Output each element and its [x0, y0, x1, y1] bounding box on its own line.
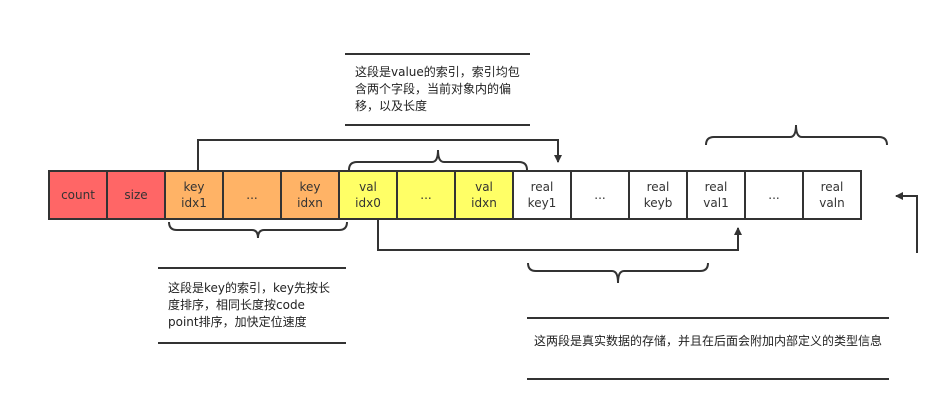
- divider: [345, 53, 530, 55]
- val-index-brace: [348, 149, 528, 171]
- layout-cell: val idx0: [338, 170, 398, 220]
- layout-cell: size: [106, 170, 166, 220]
- layout-cell: count: [48, 170, 108, 220]
- real-data-note: 这两段是真实数据的存储，并且在后面会附加内部定义的类型信息: [533, 334, 882, 348]
- divider: [158, 342, 346, 344]
- layout-cell: real valn: [802, 170, 862, 220]
- layout-cell: real key1: [512, 170, 572, 220]
- key-index-note: 这段是key的索引，key先按长度排序，相同长度按code point排序，加快…: [168, 281, 331, 329]
- val-index-arrow: [377, 220, 742, 251]
- real-keys-brace: [527, 262, 709, 284]
- layout-cell: val idxn: [454, 170, 514, 220]
- value-index-note: 这段是value的索引，索引均包含两个字段，当前对象内的偏移，以及长度: [355, 65, 520, 113]
- divider: [158, 267, 346, 269]
- layout-cell: key idx1: [164, 170, 224, 220]
- divider: [345, 124, 530, 126]
- layout-cell: ...: [744, 170, 804, 220]
- layout-cell: ...: [396, 170, 456, 220]
- key-index-arrow: [197, 139, 562, 170]
- real-values-brace: [705, 124, 888, 146]
- divider: [527, 378, 889, 380]
- divider: [527, 317, 889, 319]
- layout-cell: key idxn: [280, 170, 340, 220]
- layout-cell: real keyb: [628, 170, 688, 220]
- key-index-brace: [168, 221, 348, 239]
- type-info-arrow: [895, 192, 918, 253]
- layout-cell: real val1: [686, 170, 746, 220]
